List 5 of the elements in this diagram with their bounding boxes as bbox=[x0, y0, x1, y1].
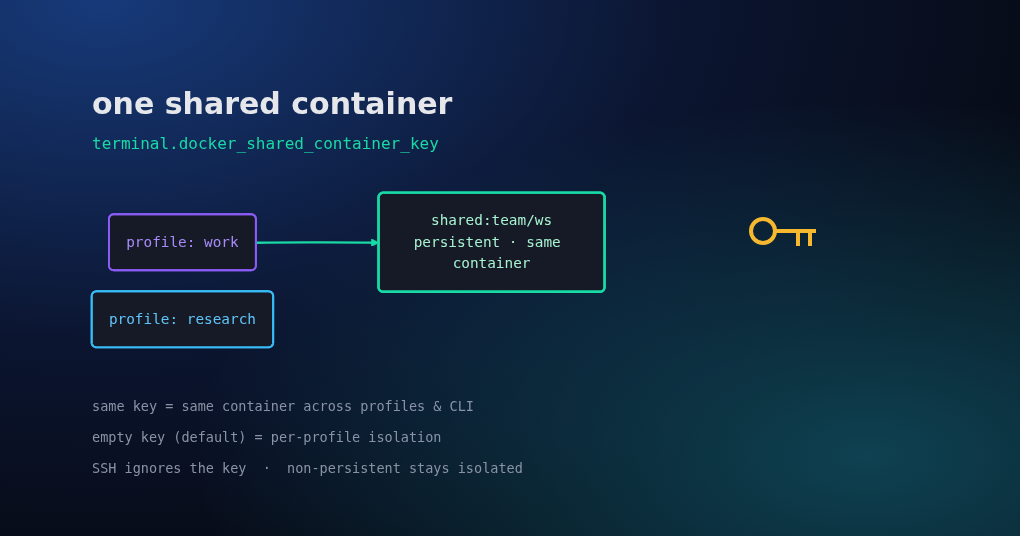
title: one shared container bbox=[92, 86, 453, 121]
note-text: same key = same container across profiles & CLI bbox=[92, 398, 475, 414]
config-key-label: terminal.docker_shared_container_key bbox=[92, 134, 439, 153]
note-text: empty key (default) = per-profile isolation bbox=[92, 429, 443, 445]
note-text: SSH ignores the key · non-persistent stays isolated bbox=[92, 460, 523, 476]
